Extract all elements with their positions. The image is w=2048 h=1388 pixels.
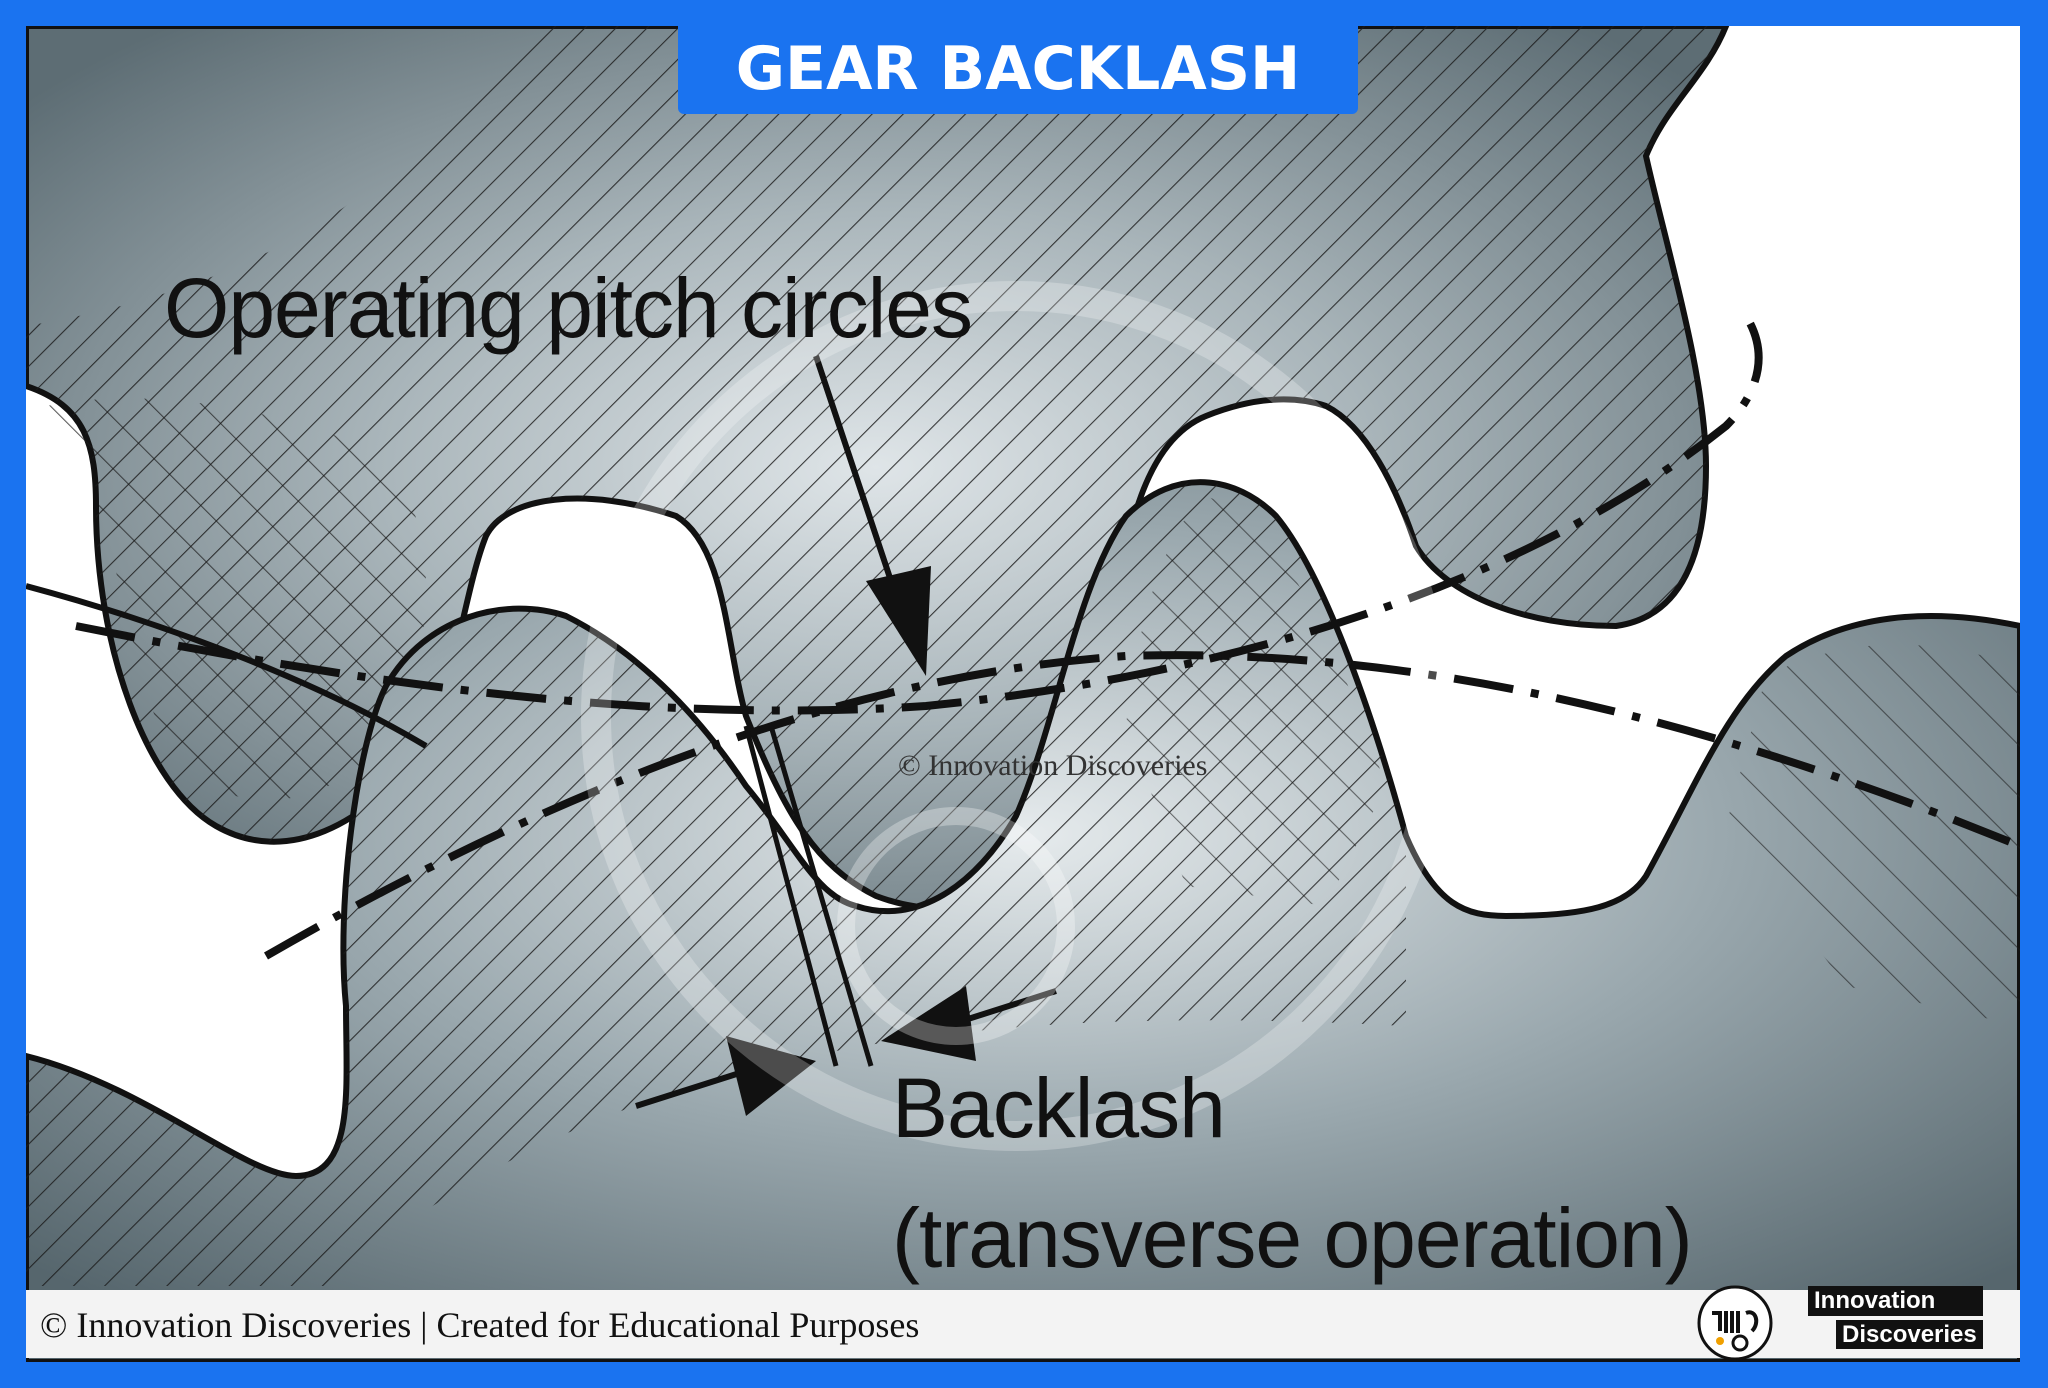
diagram-canvas: Operating pitch circles Backlash (transv…	[26, 26, 2020, 1362]
gear-backlash-diagram	[26, 26, 2020, 1362]
watermark-circle	[581, 281, 1451, 1151]
pitch-circle-upper	[75, 313, 1763, 715]
pitch-circle-lower	[264, 651, 2020, 960]
backlash-label: Backlash	[892, 1061, 1226, 1155]
upper-gear-crosshatch	[46, 398, 426, 801]
lower-gear-crosshatch-right	[1726, 644, 2020, 1026]
upper-gear-outline	[26, 583, 428, 749]
backlash-arrow-left	[635, 1036, 816, 1116]
backlash-arrow-right	[881, 986, 1057, 1061]
backlash-line-left	[743, 725, 839, 1067]
footer-text: © Innovation Discoveries | Created for E…	[40, 1305, 920, 1345]
brand-line-2: Discoveries	[1836, 1319, 1983, 1350]
title-banner: GEAR BACKLASH	[678, 24, 1358, 114]
pitch-label-arrow	[813, 355, 931, 676]
backlash-line-right	[768, 725, 874, 1067]
transverse-operation-label: (transverse operation)	[892, 1191, 1693, 1285]
operating-pitch-circles-label: Operating pitch circles	[164, 261, 973, 355]
center-watermark-text: © Innovation Discoveries	[898, 749, 1208, 782]
page-title: GEAR BACKLASH	[735, 34, 1301, 104]
upper-gear-hatch	[26, 26, 1726, 909]
brand-line-1: Innovation	[1808, 1286, 1983, 1316]
lower-gear-hatch	[26, 482, 1406, 1286]
footer-bar: © Innovation Discoveries | Created for E…	[26, 1290, 2020, 1358]
watermark-gear	[837, 807, 1075, 1045]
lower-gear-crosshatch	[1126, 496, 1386, 906]
brand-name-box: Innovation Discoveries	[1808, 1286, 1983, 1350]
brand-logo-icon	[1697, 1285, 1773, 1361]
